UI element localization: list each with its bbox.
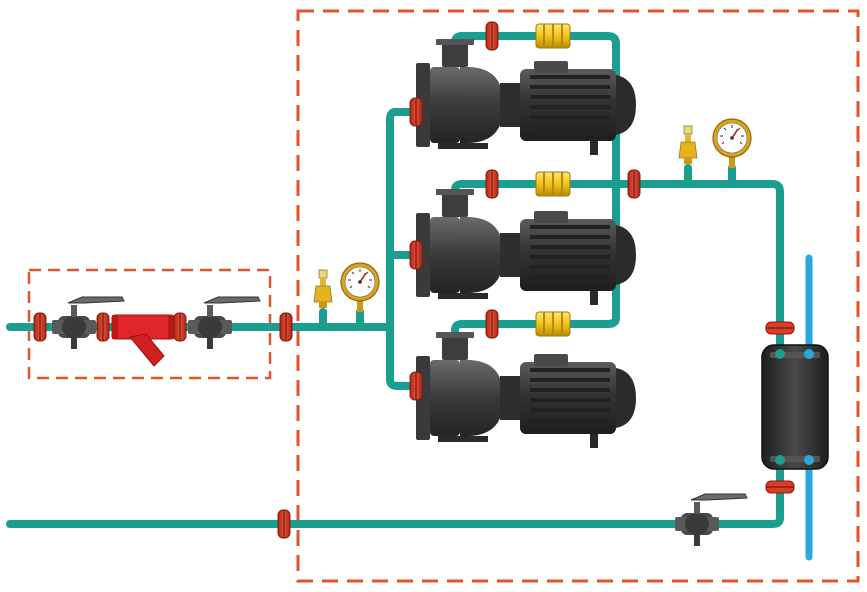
safety-valve-icon bbox=[678, 125, 698, 165]
flange-icon bbox=[409, 97, 423, 127]
supply-pipes bbox=[6, 32, 784, 528]
plate-heat-exchanger-icon bbox=[761, 344, 829, 470]
flange-icon bbox=[409, 371, 423, 401]
pump-2 bbox=[416, 189, 636, 305]
flange-icon bbox=[765, 321, 795, 335]
expansion-coupling-icon bbox=[535, 311, 571, 337]
flange-icon bbox=[279, 312, 293, 342]
expansion-coupling-icon bbox=[535, 23, 571, 49]
flange-icon bbox=[627, 169, 641, 199]
flange-icon bbox=[277, 509, 291, 539]
pump-group-boundary bbox=[296, 9, 860, 583]
pressure-gauge-icon bbox=[340, 262, 380, 313]
pump-3 bbox=[416, 332, 636, 448]
flange-icon bbox=[485, 309, 499, 339]
pressure-gauge-icon bbox=[712, 118, 752, 169]
flange-icon bbox=[765, 480, 795, 494]
safety-valve-icon bbox=[313, 269, 333, 309]
flange-icon bbox=[485, 169, 499, 199]
flange-icon bbox=[485, 21, 499, 51]
expansion-coupling-icon bbox=[535, 171, 571, 197]
flange-icon bbox=[173, 312, 187, 342]
flange-icon bbox=[33, 312, 47, 342]
flange-icon bbox=[96, 312, 110, 342]
flange-icon bbox=[409, 240, 423, 270]
pump-1 bbox=[416, 39, 636, 155]
strainer-icon bbox=[111, 314, 175, 367]
